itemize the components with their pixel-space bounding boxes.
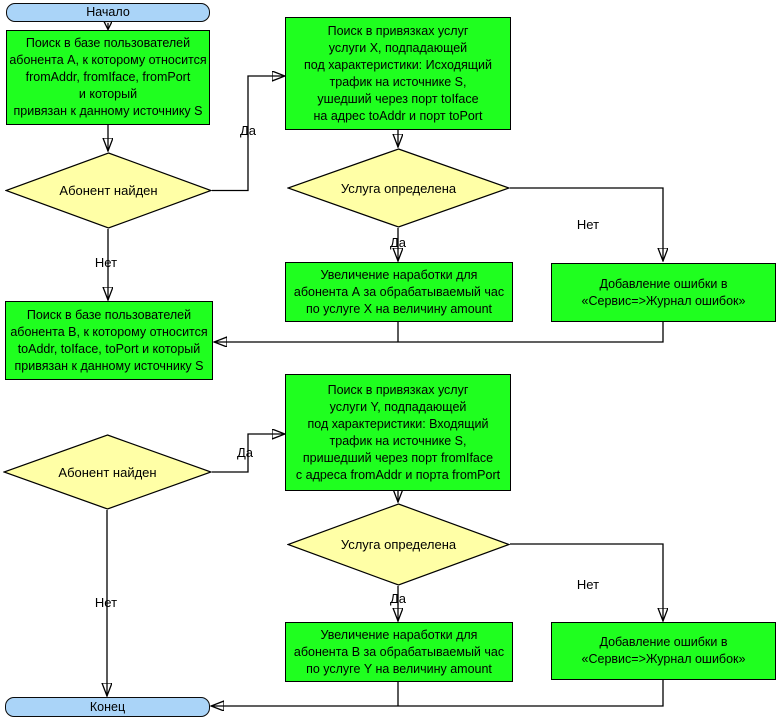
decision-service-defined-2: Услуга определена bbox=[287, 503, 510, 586]
edge-label-yes-4: Да bbox=[389, 591, 407, 606]
process-search-service-y-text: Поиск в привязках услуг услуги Y, подпад… bbox=[295, 382, 501, 482]
process-search-subscriber-a-text: Поиск в базе пользователей абонента А, к… bbox=[9, 36, 207, 118]
decision-service-defined-1: Услуга определена bbox=[287, 148, 510, 228]
terminator-end-label: Конец bbox=[89, 699, 126, 714]
process-add-error-1-text: Добавление ошибки в «Сервис=>Журнал ошиб… bbox=[581, 276, 746, 308]
edge-label-no-4: Нет bbox=[576, 577, 600, 592]
terminator-start: Начало bbox=[6, 3, 210, 22]
process-search-subscriber-b-text: Поиск в базе пользователей абонента B, к… bbox=[10, 307, 208, 373]
decision-subscriber-found-1: Абонент найден bbox=[5, 152, 212, 229]
edge-label-no-2: Нет bbox=[576, 217, 600, 232]
connector-error1-to-search-b bbox=[214, 322, 664, 342]
decision-subscriber-found-1-text: Абонент найден bbox=[59, 183, 158, 198]
diamond-shape bbox=[3, 434, 212, 510]
process-add-error-2-text: Добавление ошибки в «Сервис=>Журнал ошиб… bbox=[581, 635, 746, 666]
diamond-shape bbox=[287, 503, 510, 586]
process-search-service-y: Поиск в привязках услуг услуги Y, подпад… bbox=[285, 374, 511, 491]
process-increase-usage-b-text: Увеличение наработки для абонента B за о… bbox=[293, 627, 505, 676]
process-search-service-x-text: Поиск в привязках услуг услуги X, подпад… bbox=[304, 23, 492, 123]
decision-subscriber-found-2: Абонент найден bbox=[3, 434, 212, 510]
edge-label-yes-3: Да bbox=[236, 445, 254, 460]
diamond-shape bbox=[5, 152, 212, 229]
process-increase-usage-a: Увеличение наработки для абонента А за о… bbox=[285, 262, 513, 322]
connector-decision1-yes-to-search-x bbox=[212, 76, 285, 192]
diamond-shape bbox=[287, 148, 510, 228]
decision-service-defined-1-text: Услуга определена bbox=[340, 180, 457, 196]
connector-decision4-no-to-error2 bbox=[510, 543, 663, 621]
process-search-subscriber-a: Поиск в базе пользователей абонента А, к… bbox=[6, 30, 210, 125]
process-add-error-1: Добавление ошибки в «Сервис=>Журнал ошиб… bbox=[551, 263, 776, 322]
process-search-subscriber-b: Поиск в базе пользователей абонента B, к… bbox=[5, 301, 213, 380]
decision-subscriber-found-2-text: Абонент найден bbox=[58, 464, 157, 480]
edge-label-yes-2: Да bbox=[389, 235, 407, 250]
edge-label-no-3: Нет bbox=[94, 595, 118, 610]
decision-service-defined-2-text: Услуга определена bbox=[340, 537, 457, 552]
process-increase-usage-a-text: Увеличение наработки для абонента А за о… bbox=[293, 267, 505, 316]
process-search-service-x: Поиск в привязках услуг услуги X, подпад… bbox=[285, 17, 511, 130]
terminator-start-label: Начало bbox=[86, 5, 130, 19]
process-add-error-2: Добавление ошибки в «Сервис=>Журнал ошиб… bbox=[551, 622, 776, 680]
process-increase-usage-b: Увеличение наработки для абонента B за о… bbox=[285, 622, 513, 682]
terminator-end: Конец bbox=[5, 697, 210, 717]
connector-decision2-no-to-error1 bbox=[510, 187, 663, 261]
edge-label-yes-1: Да bbox=[239, 123, 257, 138]
connector-error2-to-end bbox=[211, 680, 664, 706]
connector-decision3-yes-to-search-y bbox=[212, 434, 285, 473]
edge-label-no-1: Нет bbox=[94, 255, 118, 270]
